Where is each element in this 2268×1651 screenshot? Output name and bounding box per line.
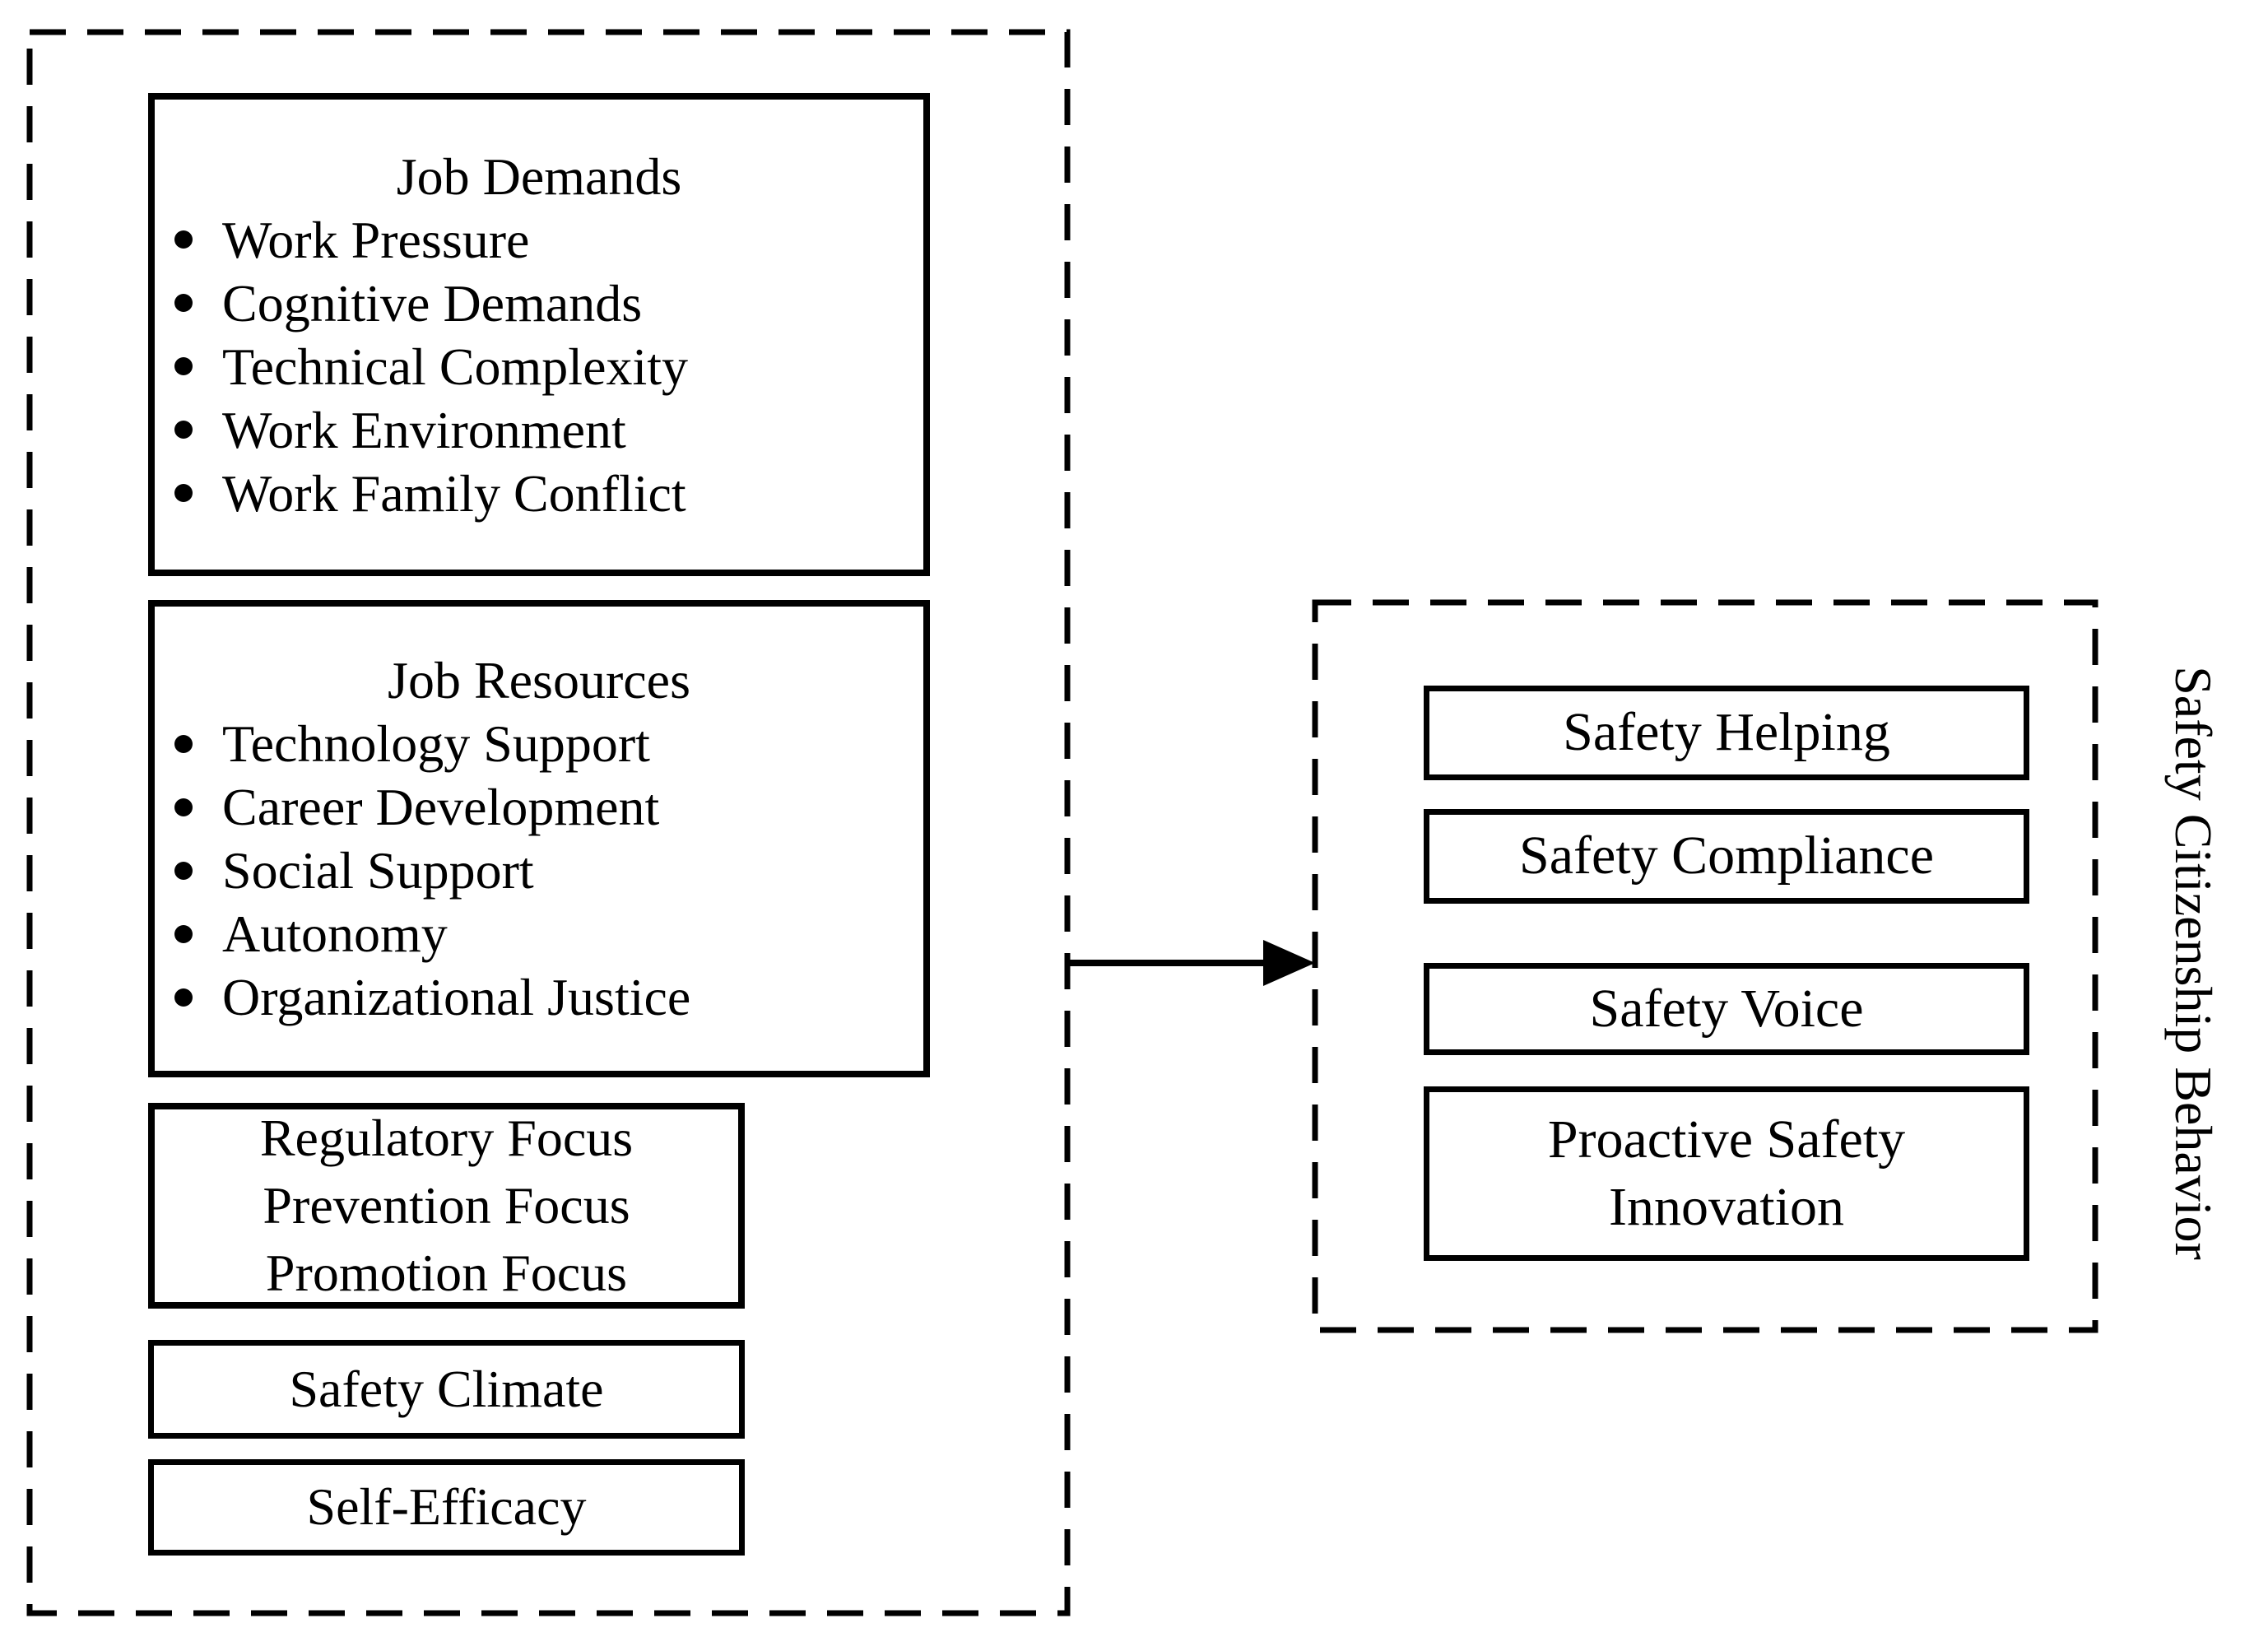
job-resources-box: Job Resources Technology Support Career … [148, 600, 930, 1077]
list-item-label: Social Support [222, 841, 534, 900]
promotion-focus-line: Promotion Focus [265, 1244, 628, 1302]
list-item-label: Work Pressure [222, 210, 530, 269]
safety-climate-box: Safety Climate [148, 1340, 745, 1439]
list-item: Social Support [155, 839, 923, 902]
bullet-icon [174, 798, 193, 816]
bullet-icon [174, 357, 193, 375]
job-demands-title: Job Demands [396, 146, 682, 206]
safety-climate-label: Safety Climate [289, 1359, 604, 1418]
list-item: Work Environment [155, 398, 923, 462]
list-item: Technology Support [155, 712, 923, 775]
list-item-label: Technology Support [222, 714, 650, 773]
safety-compliance-label: Safety Compliance [1518, 826, 1935, 886]
safety-voice-label: Safety Voice [1589, 978, 1864, 1039]
list-item: Technical Complexity [155, 335, 923, 398]
list-item: Career Development [155, 775, 923, 839]
regulatory-focus-line: Regulatory Focus [259, 1109, 634, 1167]
prevention-focus-line: Prevention Focus [263, 1176, 630, 1235]
list-item: Work Family Conflict [155, 462, 923, 525]
bullet-icon [174, 734, 193, 753]
list-item-label: Career Development [222, 778, 660, 836]
list-item-label: Cognitive Demands [222, 273, 643, 333]
antecedents-dashed-container [26, 29, 1071, 1616]
list-item-label: Technical Complexity [222, 337, 689, 396]
list-item-label: Work Family Conflict [222, 463, 686, 523]
self-efficacy-box: Self-Efficacy [148, 1459, 745, 1556]
outcomes-dashed-container [1312, 599, 2098, 1333]
safety-voice-box: Safety Voice [1424, 963, 2029, 1055]
arrowhead-icon [1263, 940, 1315, 986]
bullet-icon [174, 294, 193, 312]
bullet-icon [174, 484, 193, 502]
job-demands-box: Job Demands Work Pressure Cognitive Dema… [148, 93, 930, 576]
list-item-label: Organizational Justice [222, 968, 691, 1026]
bullet-icon [174, 421, 193, 439]
proactive-safety-innovation-label: Proactive Safety Innovation [1547, 1109, 1906, 1238]
safety-helping-label: Safety Helping [1563, 702, 1890, 763]
list-item: Cognitive Demands [155, 272, 923, 335]
list-item-label: Autonomy [222, 905, 448, 963]
bullet-icon [174, 924, 193, 943]
list-item-label: Work Environment [222, 400, 626, 459]
self-efficacy-label: Self-Efficacy [306, 1477, 587, 1537]
safety-citizenship-behavior-label: Safety Citizenship Behavior [2164, 666, 2223, 1260]
bullet-icon [174, 988, 193, 1007]
list-item: Autonomy [155, 902, 923, 965]
proactive-safety-innovation-box: Proactive Safety Innovation [1424, 1086, 2029, 1261]
safety-helping-box: Safety Helping [1424, 686, 2029, 780]
bullet-icon [174, 861, 193, 880]
list-item: Organizational Justice [155, 965, 923, 1029]
safety-compliance-box: Safety Compliance [1424, 809, 2029, 904]
bullet-icon [174, 230, 193, 249]
list-item: Work Pressure [155, 208, 923, 272]
job-resources-title: Job Resources [388, 651, 690, 709]
regulatory-focus-box: Regulatory Focus Prevention Focus Promot… [148, 1103, 745, 1309]
